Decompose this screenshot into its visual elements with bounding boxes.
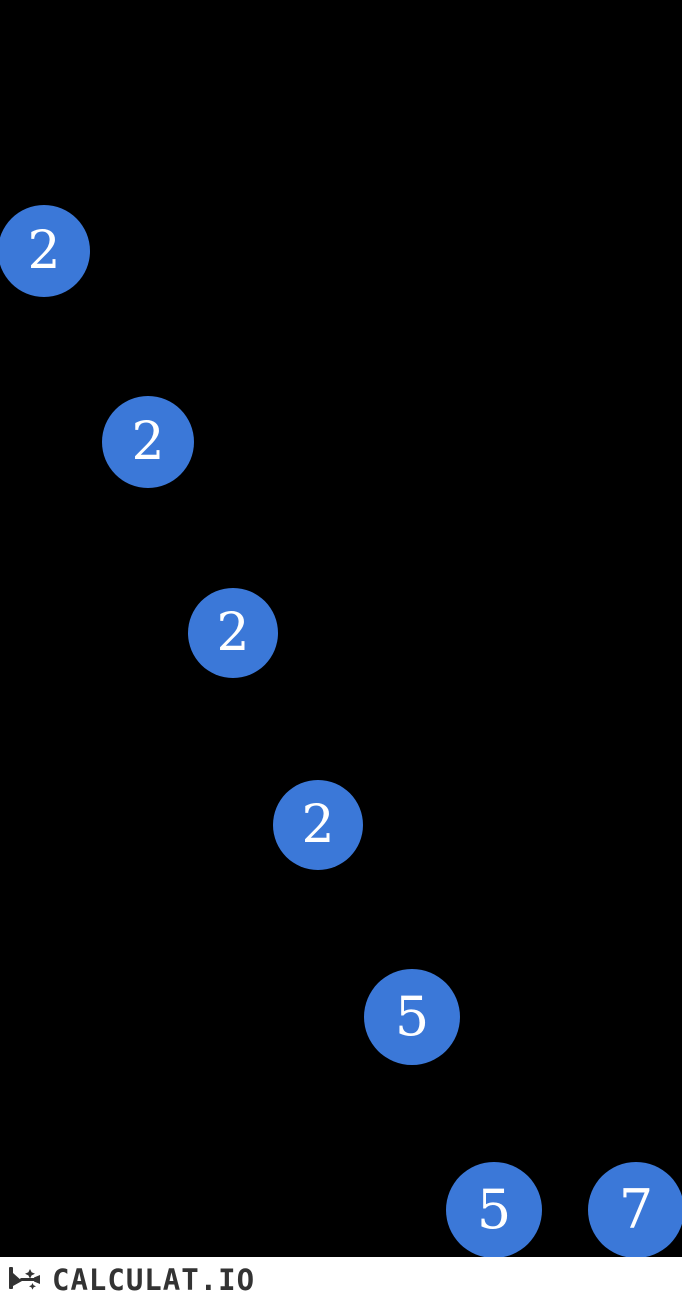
factor-bubble: 2 — [188, 588, 278, 678]
factor-bubble-label: 2 — [216, 603, 250, 663]
factor-bubble: 2 — [0, 205, 90, 297]
factor-bubble-label: 2 — [131, 412, 165, 472]
factor-bubble-label: 7 — [618, 1178, 654, 1241]
factor-bubble: 2 — [273, 780, 363, 870]
factor-bubble-label: 2 — [301, 795, 335, 855]
site-logo[interactable]: CALCULAT.IO — [6, 1264, 255, 1298]
factor-bubble: 7 — [588, 1162, 682, 1257]
factor-bubble: 5 — [364, 969, 460, 1065]
factor-bubble-label: 2 — [27, 221, 61, 281]
factor-bubble-label: 5 — [394, 985, 430, 1048]
factor-bubble-label: 5 — [476, 1178, 512, 1241]
page-footer: CALCULAT.IO — [0, 1257, 682, 1304]
logo-wordmark: CALCULAT.IO — [52, 1263, 256, 1297]
calculator-hand-icon — [9, 1266, 40, 1290]
factor-bubble: 2 — [102, 396, 194, 488]
factor-bubble-canvas: 2 2 2 2 5 5 7 — [0, 205, 682, 1257]
factor-bubble: 5 — [446, 1162, 542, 1257]
